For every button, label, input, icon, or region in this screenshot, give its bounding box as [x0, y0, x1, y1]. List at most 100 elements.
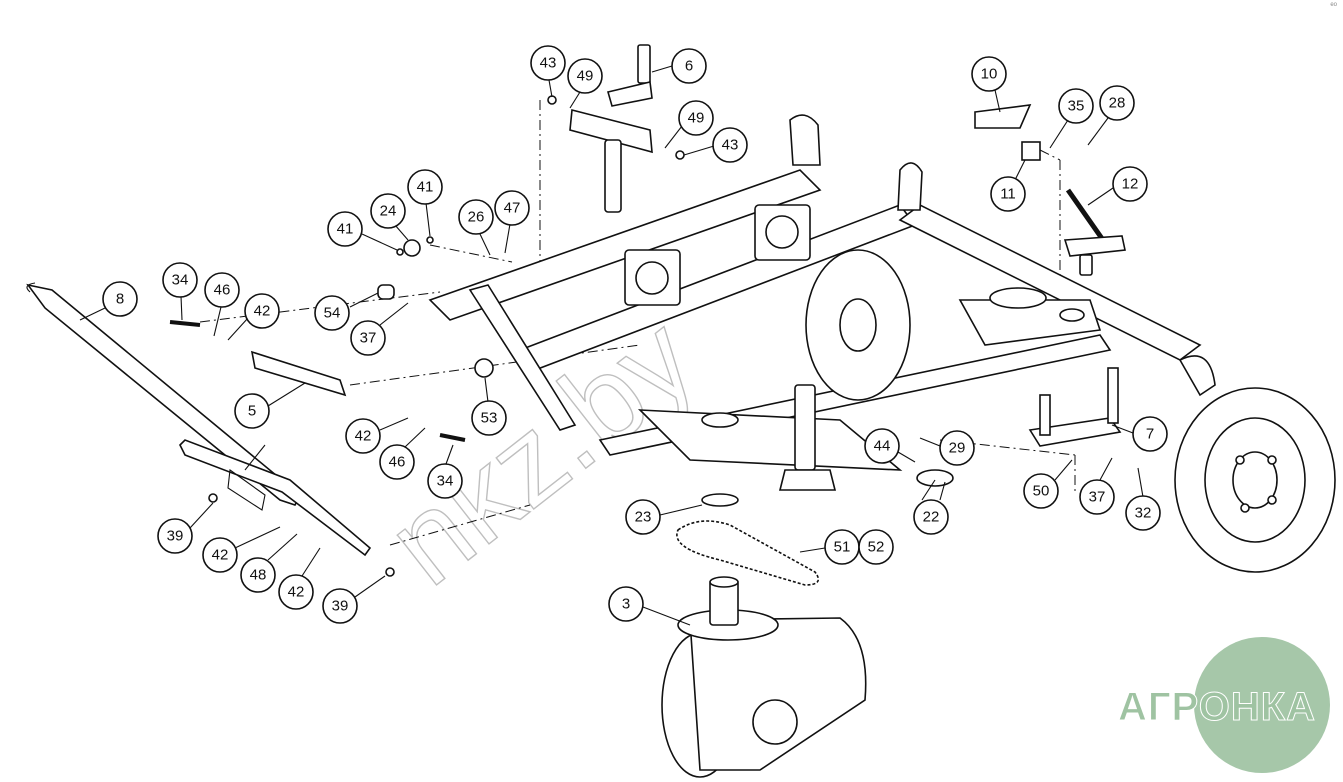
svg-text:50: 50 — [1033, 483, 1050, 500]
chain-part — [676, 520, 820, 586]
callout-50: 50 — [1023, 473, 1059, 509]
callout-42-mid: 42 — [345, 418, 381, 454]
callout-22: 22 — [913, 499, 949, 535]
watermark: nkz.by — [363, 291, 720, 612]
handle-axle-parts — [569, 44, 653, 213]
svg-text:34: 34 — [172, 272, 189, 289]
callout-3: 3 — [608, 586, 644, 622]
svg-text:52: 52 — [868, 539, 885, 556]
logo-text: АГРОНКА — [1118, 685, 1316, 729]
svg-text:11: 11 — [1000, 186, 1016, 203]
handle-part — [26, 282, 395, 577]
svg-text:29: 29 — [949, 440, 966, 457]
callout-44: 44 — [864, 428, 900, 464]
front-wheel-assembly — [661, 576, 867, 778]
callout-35: 35 — [1058, 88, 1094, 124]
callout-12: 12 — [1112, 166, 1148, 202]
right-wheel — [1174, 355, 1336, 573]
callout-41-top: 41 — [407, 169, 443, 205]
callout-42-lower-left: 42 — [202, 537, 238, 573]
bracket-part — [1028, 367, 1122, 447]
svg-text:41: 41 — [417, 179, 434, 196]
svg-text:23: 23 — [635, 509, 652, 526]
svg-text:53: 53 — [481, 410, 498, 427]
svg-text:34: 34 — [437, 473, 454, 490]
callout-48: 48 — [240, 557, 276, 593]
svg-text:5: 5 — [248, 403, 256, 420]
svg-text:48: 48 — [250, 567, 267, 584]
svg-text:46: 46 — [214, 282, 231, 299]
callout-29: 29 — [939, 430, 975, 466]
callout-7: 7 — [1132, 416, 1168, 452]
callout-10: 10 — [971, 56, 1007, 92]
svg-text:37: 37 — [1089, 489, 1106, 506]
callout-51-52: 51 52 — [824, 529, 894, 565]
svg-text:42: 42 — [254, 303, 271, 320]
callout-26: 26 — [458, 199, 494, 235]
svg-text:35: 35 — [1068, 98, 1085, 115]
callout-43-top: 43 — [530, 45, 566, 81]
callout-39-left: 39 — [157, 518, 193, 554]
callout-42-bottom: 42 — [278, 574, 314, 610]
callout-42-top: 42 — [244, 293, 280, 329]
callout-54: 54 — [314, 295, 350, 331]
corner-mark: ео — [1330, 2, 1337, 8]
callout-34-bottom: 34 — [427, 463, 463, 499]
rear-disc — [805, 249, 911, 401]
callout-34-top: 34 — [162, 262, 198, 298]
machine-frame — [428, 114, 1202, 471]
crank-part — [1063, 188, 1126, 276]
svg-text:54: 54 — [324, 305, 341, 322]
callout-46-top: 46 — [204, 272, 240, 308]
watermark-text: nkz.by — [364, 291, 720, 610]
callout-41-left: 41 — [327, 211, 363, 247]
svg-text:42: 42 — [355, 428, 372, 445]
callout-23: 23 — [625, 499, 661, 535]
column-part — [778, 384, 837, 491]
svg-text:22: 22 — [923, 509, 940, 526]
callouts: 3 5 6 7 8 10 11 12 22 23 24 26 — [79, 45, 1168, 626]
svg-text:41: 41 — [337, 221, 354, 238]
svg-text:49: 49 — [577, 68, 594, 85]
svg-text:28: 28 — [1109, 95, 1126, 112]
callout-11: 11 — [990, 176, 1026, 212]
svg-text:42: 42 — [288, 584, 305, 601]
clamp-part — [974, 104, 1041, 161]
callout-43-right: 43 — [712, 127, 748, 163]
svg-text:6: 6 — [685, 58, 693, 75]
callout-46-bottom: 46 — [379, 444, 415, 480]
callout-39-bottom: 39 — [322, 588, 358, 624]
svg-text:43: 43 — [540, 55, 557, 72]
svg-text:39: 39 — [167, 528, 184, 545]
callout-53: 53 — [471, 400, 507, 436]
svg-text:43: 43 — [722, 137, 739, 154]
callout-37-right: 37 — [1079, 479, 1115, 515]
callout-37-left: 37 — [350, 320, 386, 356]
callout-47: 47 — [494, 190, 530, 226]
svg-text:47: 47 — [504, 200, 521, 217]
svg-text:39: 39 — [332, 598, 349, 615]
svg-text:3: 3 — [622, 596, 630, 613]
callout-6: 6 — [671, 48, 707, 84]
callout-28: 28 — [1099, 85, 1135, 121]
svg-text:8: 8 — [116, 291, 124, 308]
gearbox-parts — [624, 204, 811, 306]
svg-text:49: 49 — [688, 110, 705, 127]
logo-circle — [1194, 637, 1330, 773]
svg-text:44: 44 — [874, 438, 891, 455]
svg-text:24: 24 — [380, 203, 397, 220]
svg-text:37: 37 — [360, 330, 377, 347]
callout-32: 32 — [1125, 495, 1161, 531]
callout-49-right: 49 — [678, 100, 714, 136]
svg-text:26: 26 — [468, 209, 485, 226]
small-parts — [169, 95, 954, 507]
agronka-logo: АГРОНКА — [1117, 637, 1330, 773]
svg-text:7: 7 — [1146, 426, 1154, 443]
callout-5: 5 — [234, 393, 270, 429]
callout-8: 8 — [102, 281, 138, 317]
svg-text:32: 32 — [1135, 505, 1152, 522]
svg-text:46: 46 — [389, 454, 406, 471]
svg-text:12: 12 — [1122, 176, 1139, 193]
svg-text:10: 10 — [981, 66, 998, 83]
